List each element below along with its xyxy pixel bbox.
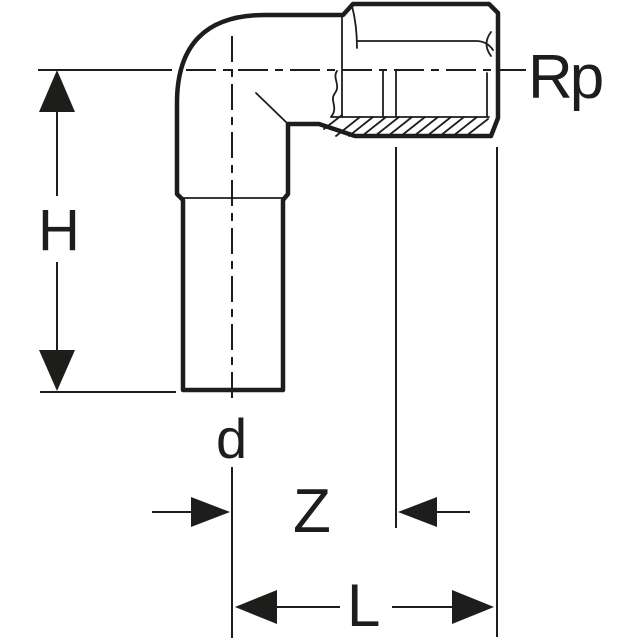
dimension-d: d: [216, 407, 247, 638]
l-arrow-left: [235, 590, 277, 624]
z-arrow-left: [191, 497, 230, 527]
inner-corner-edge: [255, 92, 288, 124]
offset-label: Z: [293, 477, 331, 546]
socket-chamfer-line: [351, 5, 358, 49]
hex-corner-arc: [485, 31, 492, 57]
thread-hatching: [323, 114, 489, 137]
length-label: L: [347, 572, 380, 639]
dimension-H: H: [38, 70, 176, 393]
fitting-outline: [174, 1, 501, 393]
elbow-body-outline: [174, 1, 501, 393]
h-arrow-down: [39, 350, 75, 391]
l-arrow-right: [452, 590, 494, 624]
z-arrow-right: [398, 497, 437, 527]
socket-detail: [323, 5, 494, 137]
hex-flat-line: [356, 40, 494, 51]
h-arrow-up: [39, 70, 75, 112]
height-label: H: [38, 198, 80, 263]
dimension-Z: Z: [152, 147, 470, 546]
centerlines: [38, 36, 526, 405]
thread-label: Rp: [528, 43, 602, 112]
dimension-L: L: [235, 147, 498, 639]
break-line: [330, 70, 339, 118]
diameter-label: d: [216, 407, 247, 470]
